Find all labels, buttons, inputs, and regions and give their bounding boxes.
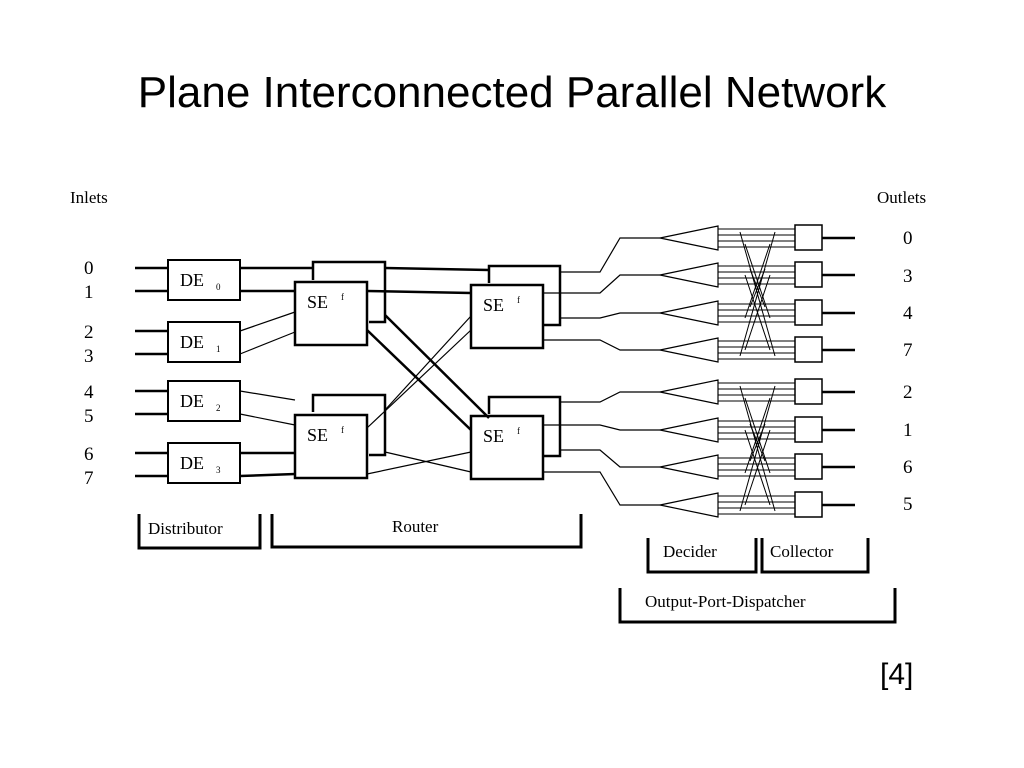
inlet-number: 0	[84, 258, 94, 279]
slide-title: Plane Interconnected Parallel Network	[137, 68, 887, 117]
inlet-numbers: 0 1 2 3 4 5 6 7	[84, 258, 94, 489]
se-label: SE	[483, 426, 504, 446]
outlet-number: 7	[903, 340, 913, 361]
se-superscript: f	[517, 426, 520, 436]
se-superscript: f	[517, 295, 520, 305]
decider-triangle	[659, 337, 719, 363]
se-label: SE	[483, 295, 504, 315]
section-label-decider: Decider	[663, 542, 717, 561]
de-label: DE	[180, 332, 204, 352]
inlet-number: 7	[84, 468, 94, 489]
se-box: SE f	[293, 260, 387, 347]
outlet-number: 1	[903, 420, 913, 441]
se-box: SE f	[293, 393, 387, 480]
outlet-number: 5	[903, 494, 913, 515]
se-label: SE	[307, 292, 328, 312]
se-box: SE f	[469, 395, 562, 481]
se-superscript: f	[341, 425, 344, 435]
inlet-wires	[135, 266, 168, 478]
se-box: SE f	[469, 264, 562, 350]
decider-triangle	[659, 492, 719, 518]
de-label: DE	[180, 391, 204, 411]
outlet-number: 2	[903, 382, 913, 403]
decider-triangles	[659, 225, 719, 518]
inlets-label: Inlets	[70, 188, 108, 207]
de-box: DE 2	[167, 380, 241, 422]
se-superscript: f	[341, 292, 344, 302]
inlet-number: 3	[84, 346, 94, 367]
outlet-number: 0	[903, 228, 913, 249]
collector-box	[794, 416, 823, 443]
inlet-number: 5	[84, 406, 94, 427]
section-label-dispatcher: Output-Port-Dispatcher	[645, 592, 806, 611]
decider-triangle	[659, 300, 719, 326]
outlet-wires	[822, 236, 855, 507]
section-brackets	[137, 514, 897, 624]
collector-box	[794, 299, 823, 326]
collector-box	[794, 491, 823, 518]
decider-triangle	[659, 379, 719, 405]
distributor-wires	[239, 266, 313, 478]
de-index: 2	[216, 403, 221, 413]
decider-collector-mesh	[718, 228, 795, 515]
outlets-label: Outlets	[877, 188, 926, 207]
de-index: 3	[216, 465, 221, 475]
collector-box	[794, 336, 823, 363]
router-output-wires	[543, 237, 660, 506]
de-box: DE 0	[167, 259, 241, 301]
de-index: 0	[216, 282, 221, 292]
collector-box	[794, 378, 823, 405]
inlet-number: 1	[84, 282, 94, 303]
de-index: 1	[216, 344, 221, 354]
de-box: DE 3	[167, 442, 241, 484]
inlet-number: 2	[84, 322, 94, 343]
router-wires	[366, 266, 490, 475]
section-label-collector: Collector	[770, 542, 834, 561]
collector-boxes	[794, 224, 823, 518]
section-label-router: Router	[392, 517, 439, 536]
decider-triangle	[659, 454, 719, 480]
collector-box	[794, 261, 823, 288]
inlet-number: 4	[84, 382, 94, 403]
outlet-numbers: 0 3 4 7 2 1 6 5	[903, 228, 913, 515]
collector-box	[794, 453, 823, 480]
outlet-number: 3	[903, 266, 913, 287]
outlet-number: 6	[903, 457, 913, 478]
section-label-distributor: Distributor	[148, 519, 223, 538]
de-label: DE	[180, 270, 204, 290]
collector-box	[794, 224, 823, 251]
outlet-number: 4	[903, 303, 913, 324]
decider-triangle	[659, 417, 719, 443]
inlet-number: 6	[84, 444, 94, 465]
de-label: DE	[180, 453, 204, 473]
decider-triangle	[659, 225, 719, 251]
de-box: DE 1	[167, 321, 241, 363]
se-label: SE	[307, 425, 328, 445]
decider-triangle	[659, 262, 719, 288]
citation: [4]	[880, 658, 914, 691]
